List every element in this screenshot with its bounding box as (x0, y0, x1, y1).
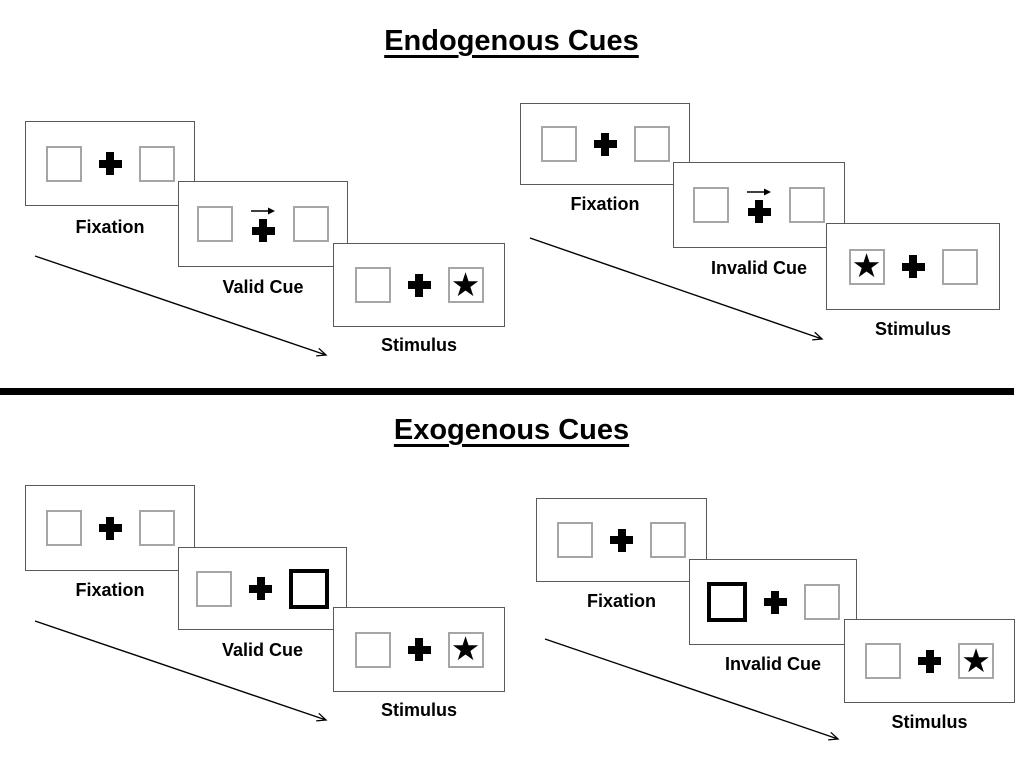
placeholder-box-right (803, 584, 840, 620)
section-title-exogenous-text: Exogenous Cues (393, 414, 630, 446)
cue-panel (178, 547, 347, 630)
panel-content (197, 206, 329, 242)
panel-label-invalid-cue: Invalid Cue (724, 654, 822, 674)
sequence-arrow-endogenous-valid (34, 255, 328, 357)
target-box-right: ★ (447, 264, 484, 304)
placeholder-box-left (865, 643, 901, 679)
panel-label-fixation: Fixation (75, 580, 145, 600)
panel-label-stimulus: Stimulus (380, 335, 457, 355)
fixation-cross-icon (407, 273, 431, 297)
fixation-panel (25, 121, 195, 206)
panel-label-stimulus: Stimulus (380, 700, 457, 720)
placeholder-box-left (197, 206, 233, 242)
fixation-cross-icon (610, 528, 633, 552)
fixation-cross-icon (98, 152, 122, 175)
star-icon: ★ (450, 629, 481, 668)
placeholder-box-left (693, 187, 729, 223)
fixation-cross-icon (747, 200, 771, 223)
target-box-left: ★ (848, 246, 885, 285)
placeholder-box-left (196, 570, 232, 607)
panel-label-valid-cue: Valid Cue (222, 277, 304, 297)
fixation-cross-icon (593, 132, 617, 156)
section-title-endogenous: Endogenous Cues (0, 24, 1023, 58)
fixation-panel (520, 103, 690, 185)
panel-label-fixation: Fixation (570, 194, 640, 214)
cue-highlight-box-left (706, 582, 747, 622)
star-icon: ★ (450, 264, 481, 304)
section-divider (0, 388, 1014, 395)
target-box-right: ★ (447, 629, 484, 668)
target-box-right: ★ (958, 643, 994, 679)
placeholder-box-left (540, 126, 577, 162)
panel-label-invalid-cue: Invalid Cue (710, 258, 808, 278)
placeholder-box-right (789, 187, 825, 223)
cue-arrow-right-icon (251, 207, 275, 215)
cue-panel (689, 559, 857, 645)
fixation-cross-icon (918, 649, 941, 673)
panel-content: ★ (354, 629, 484, 668)
fixation-panel (536, 498, 707, 582)
fixation-cross-icon (98, 516, 122, 540)
placeholder-box-right (138, 510, 175, 546)
cue-arrow-right-icon (747, 188, 771, 196)
placeholder-box-left (354, 631, 391, 668)
section-title-exogenous: Exogenous Cues (0, 413, 1023, 447)
fixation-panel (25, 485, 195, 571)
panel-content (557, 522, 686, 558)
fixation-cross-icon (763, 590, 787, 614)
cue-highlight-box-right (289, 568, 329, 609)
sequence-arrow-exogenous-valid (34, 620, 328, 722)
star-icon: ★ (851, 246, 882, 285)
fixation-cross-icon (251, 219, 275, 242)
placeholder-box-right (293, 206, 329, 242)
placeholder-box-right (138, 145, 175, 182)
placeholder-box-right (650, 522, 686, 558)
stimulus-panel: ★ (333, 607, 505, 692)
star-icon: ★ (961, 640, 991, 680)
cue-panel (673, 162, 845, 248)
placeholder-box-left (354, 267, 391, 303)
fixation-cross-icon (249, 577, 272, 600)
panel-content (45, 510, 175, 546)
panel-content: ★ (354, 264, 484, 304)
stimulus-panel: ★ (333, 243, 505, 327)
fixation-cross-icon (407, 638, 431, 661)
panel-label-stimulus: Stimulus (891, 712, 968, 732)
section-title-endogenous-text: Endogenous Cues (384, 25, 639, 57)
placeholder-box-left (45, 145, 82, 182)
fixation-cross-icon (901, 255, 925, 278)
panel-label-fixation: Fixation (75, 217, 145, 237)
placeholder-box-left (45, 510, 82, 546)
cue-panel (178, 181, 348, 267)
placeholder-box-left (557, 522, 593, 558)
stimulus-panel: ★ (826, 223, 1000, 310)
panel-content (706, 582, 840, 622)
panel-content: ★ (865, 643, 994, 679)
stimulus-panel: ★ (844, 619, 1015, 703)
panel-content (45, 145, 175, 182)
panel-content: ★ (848, 246, 978, 285)
placeholder-box-right (633, 126, 670, 162)
placeholder-box-right (941, 248, 978, 285)
panel-label-valid-cue: Valid Cue (221, 640, 304, 660)
panel-label-stimulus: Stimulus (874, 319, 951, 339)
panel-content (693, 187, 825, 223)
panel-label-fixation: Fixation (586, 591, 656, 611)
panel-content (196, 568, 329, 609)
sequence-arrow-endogenous-invalid (529, 237, 824, 341)
panel-content (540, 126, 670, 162)
